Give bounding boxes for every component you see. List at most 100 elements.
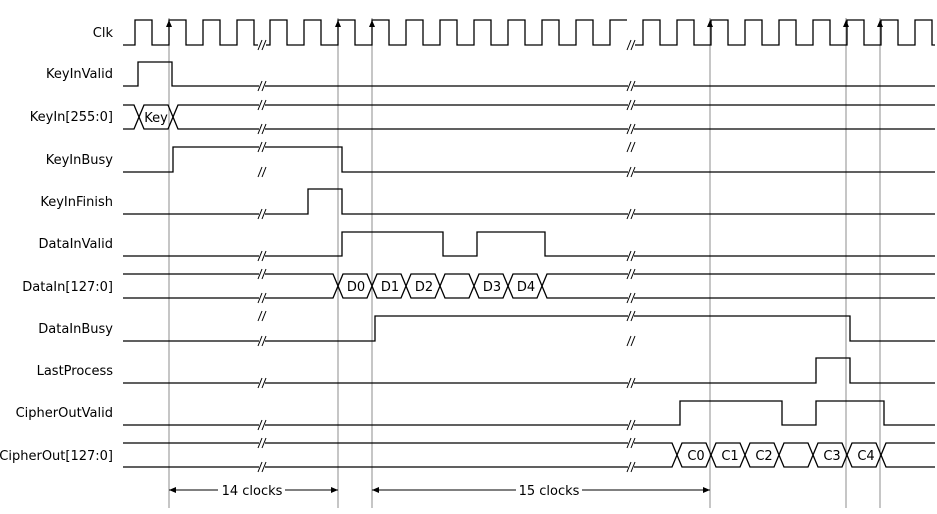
break-mark [261,123,267,135]
break-mark [257,208,263,220]
break-gap [259,465,265,469]
break-mark [261,268,267,280]
time-break-marks [257,39,636,473]
break-gap [628,145,634,149]
break-mark [257,437,263,449]
break-gap [628,254,634,258]
break-mark [261,80,267,92]
clock-edge-arrow-icon [877,20,883,27]
bus-value-c0: C0 [687,449,704,464]
break-mark [261,208,267,220]
break-gap [259,103,265,107]
arrow-left-icon [372,487,379,493]
duration-label: 15 clocks [519,484,580,499]
break-gap [259,423,265,427]
break-mark [630,39,636,51]
clock-edge-arrow-icon [369,20,375,27]
break-gap [628,441,634,445]
break-mark [257,80,263,92]
break-mark [261,141,267,153]
break-mark [257,250,263,262]
bus-value-d2: D2 [415,280,433,295]
signal-label-datainbusy: DataInBusy [38,322,113,337]
bus-value-c1: C1 [721,449,738,464]
break-gap [259,339,265,343]
break-mark [257,335,263,347]
bus-value-c4: C4 [857,449,874,464]
bus-idle [880,442,935,456]
clock-edge-arrow-icon [335,20,341,27]
bus-value-d3: D3 [483,280,501,295]
bus-idle [172,116,935,130]
break-mark [626,208,632,220]
bus-segment [439,273,475,299]
bus-value-key: Key [144,111,168,126]
break-gap [259,170,265,174]
break-mark [257,141,263,153]
signal-label-keyinvalid: KeyInValid [46,67,113,82]
break-mark [257,166,263,178]
duration-label: 14 clocks [222,484,283,499]
clock-edge-arrow-icon [166,20,172,27]
break-mark [626,310,632,322]
break-gap [628,381,634,385]
wave-cipherout: C0 C1 C2 C3 C4 [123,442,935,468]
break-mark [257,99,263,111]
clock-edge-arrow-icon [843,20,849,27]
break-mark [630,123,636,135]
break-gap [628,272,634,276]
signal-label-keyinfinish: KeyInFinish [40,195,113,210]
signal-label-keyinbusy: KeyInBusy [46,153,114,168]
bus-value-d4: D4 [517,280,535,295]
break-mark [626,292,632,304]
bus-idle [880,454,935,468]
break-gap [628,423,634,427]
break-mark [257,310,263,322]
arrow-right-icon [331,487,338,493]
arrow-left-icon [169,487,176,493]
wave-keyinfinish [123,188,935,215]
bus-idle [123,104,140,130]
break-mark [630,208,636,220]
break-mark [261,166,267,178]
break-mark [630,268,636,280]
break-mark [630,80,636,92]
break-mark [261,377,267,389]
break-mark [261,292,267,304]
break-mark [261,310,267,322]
break-gap [628,127,634,131]
break-mark [630,437,636,449]
wave-keyinvalid [123,61,935,87]
break-mark [261,250,267,262]
signal-labels: Clk KeyInValid KeyIn[255:0] KeyInBusy Ke… [0,26,113,464]
break-mark [626,377,632,389]
break-mark [630,335,636,347]
break-mark [626,39,632,51]
wave-lastprocess [123,357,935,384]
break-gap [259,127,265,131]
clock-edge-arrow-icon [707,20,713,27]
break-gap [628,314,634,318]
break-mark [630,292,636,304]
duration-annotations: 14 clocks 15 clocks [169,484,710,499]
break-mark [630,99,636,111]
break-mark [257,123,263,135]
signal-label-datain: DataIn[127:0] [22,280,113,295]
break-gap [259,296,265,300]
clk-edge-arrows [166,20,883,27]
break-mark [626,335,632,347]
break-mark [626,123,632,135]
break-gap [628,212,634,216]
break-mark [630,250,636,262]
wave-keyinbusy [123,146,935,173]
bus-value-d1: D1 [381,280,399,295]
duration-15-clocks: 15 clocks [372,484,710,499]
signal-label-cipheroutvalid: CipherOutValid [16,406,113,421]
bus-idle [123,442,678,468]
break-mark [257,377,263,389]
break-mark [257,292,263,304]
break-gap [259,145,265,149]
break-mark [630,166,636,178]
break-mark [626,250,632,262]
